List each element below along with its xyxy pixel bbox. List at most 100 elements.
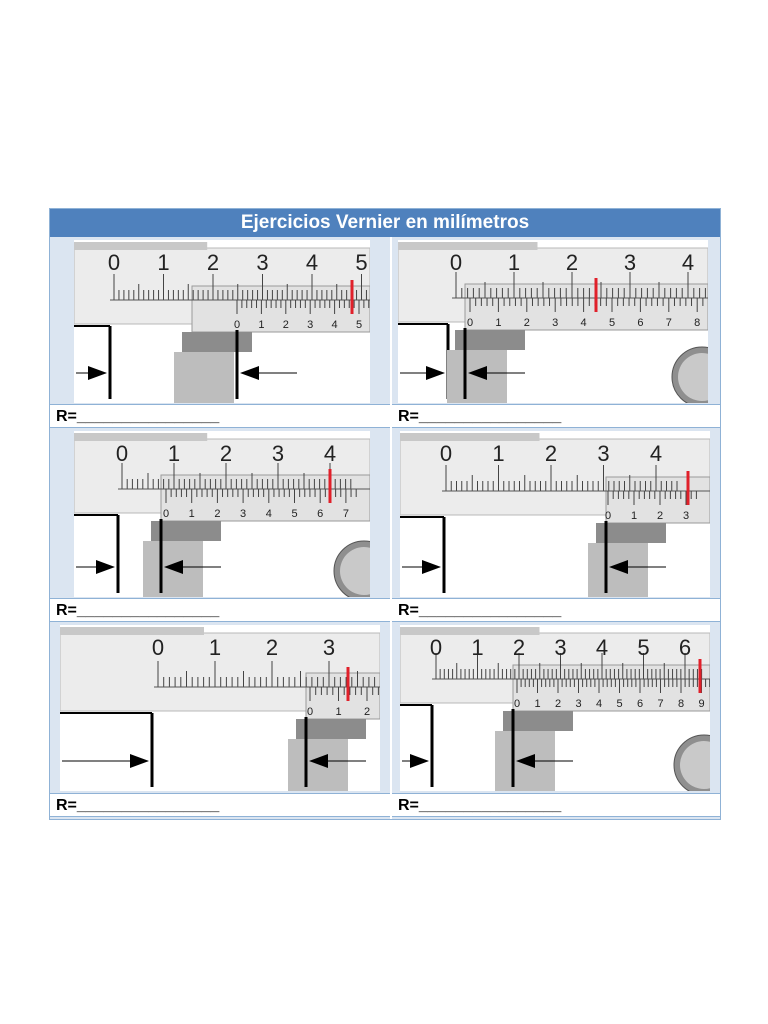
slide-jaw-dark xyxy=(151,521,221,541)
vernier-worksheet: Ejercicios Vernier en milímetros 0 1 2 3 4 5 0… xyxy=(49,208,721,820)
main-scale-label: 0 xyxy=(430,635,442,660)
vernier-scale-label: 2 xyxy=(283,319,289,331)
vernier-scale-label: 0 xyxy=(467,317,473,329)
main-scale-label: 0 xyxy=(152,635,164,660)
right-arrow-head xyxy=(516,754,535,768)
vernier-scale-label: 3 xyxy=(575,698,581,710)
vernier-scale-label: 1 xyxy=(335,706,341,718)
answer-field-5[interactable]: R=________________ xyxy=(56,797,220,814)
slide-jaw-dark xyxy=(182,332,252,352)
main-scale-label: 0 xyxy=(440,441,452,466)
main-scale-label: 2 xyxy=(545,441,557,466)
answer-field-2[interactable]: R=________________ xyxy=(398,408,562,425)
main-scale-label: 3 xyxy=(256,250,268,275)
vernier-slide xyxy=(605,476,710,524)
fixed-jaw-area xyxy=(74,326,112,403)
main-scale-label: 2 xyxy=(566,250,578,275)
vernier-scale-label: 0 xyxy=(163,508,169,520)
main-scale-label: 5 xyxy=(355,250,367,275)
left-arrow-head xyxy=(422,560,441,574)
vernier-scale-label: 5 xyxy=(616,698,622,710)
vernier-scale-label: 7 xyxy=(343,508,349,520)
slide-jaw-dark xyxy=(296,719,366,739)
main-scale-label: 3 xyxy=(323,635,335,660)
vernier-scale-label: 3 xyxy=(307,319,313,331)
main-scale-label: 3 xyxy=(624,250,636,275)
vernier-scale-label: 4 xyxy=(581,317,587,329)
main-scale-label: 4 xyxy=(324,441,336,466)
slide-jaw-light xyxy=(288,739,348,791)
left-arrow-head xyxy=(410,754,429,768)
slide-jaw-dark xyxy=(503,711,573,731)
vernier-scale-label: 8 xyxy=(694,317,700,329)
vernier-scale-label: 6 xyxy=(317,508,323,520)
left-arrow-head xyxy=(88,366,107,380)
fixed-jaw-area xyxy=(74,515,120,597)
vernier-scale-label: 5 xyxy=(609,317,615,329)
answer-row-2: R=________________ R=________________ xyxy=(50,598,720,622)
main-scale-label: 3 xyxy=(272,441,284,466)
vernier-scale-label: 1 xyxy=(631,510,637,522)
main-scale-label: 1 xyxy=(209,635,221,660)
fixed-jaw-area xyxy=(60,713,154,791)
main-scale-label: 1 xyxy=(168,441,180,466)
beam-top-edge xyxy=(398,242,538,250)
main-scale-label: 1 xyxy=(508,250,520,275)
vernier-scale-label: 3 xyxy=(240,508,246,520)
fixed-jaw-area xyxy=(400,705,434,791)
main-scale-label: 1 xyxy=(471,635,483,660)
worksheet-title: Ejercicios Vernier en milímetros xyxy=(50,209,720,237)
answer-field-6[interactable]: R=________________ xyxy=(398,797,562,814)
vernier-scale-label: 0 xyxy=(307,706,313,718)
answer-field-3[interactable]: R=________________ xyxy=(56,602,220,619)
answer-field-1[interactable]: R=________________ xyxy=(56,408,220,425)
vernier-slide xyxy=(464,283,708,331)
right-arrow-head xyxy=(309,754,328,768)
vernier-scale-label: 0 xyxy=(605,510,611,522)
vernier-scale-label: 9 xyxy=(698,698,704,710)
main-scale-label: 4 xyxy=(650,441,662,466)
main-scale-label: 2 xyxy=(220,441,232,466)
main-scale-label: 0 xyxy=(450,250,462,275)
main-scale-label: 1 xyxy=(492,441,504,466)
vernier-scale-label: 0 xyxy=(514,698,520,710)
vernier-scale-label: 0 xyxy=(234,319,240,331)
main-scale-label: 4 xyxy=(596,635,608,660)
vernier-scale-label: 7 xyxy=(666,317,672,329)
main-scale-label: 2 xyxy=(207,250,219,275)
main-scale-label: 4 xyxy=(306,250,318,275)
beam-top-edge xyxy=(74,242,208,250)
right-arrow-head xyxy=(164,560,183,574)
answer-field-4[interactable]: R=________________ xyxy=(398,602,562,619)
beam-top-edge xyxy=(74,433,208,441)
main-scale-label: 2 xyxy=(266,635,278,660)
main-scale-label: 2 xyxy=(513,635,525,660)
vernier-scale-label: 4 xyxy=(332,319,338,331)
slide-jaw-light xyxy=(174,352,234,403)
main-scale-label: 3 xyxy=(597,441,609,466)
vernier-scale-label: 1 xyxy=(189,508,195,520)
vernier-scale-label: 2 xyxy=(555,698,561,710)
column-divider xyxy=(390,237,392,819)
main-scale-label: 1 xyxy=(157,250,169,275)
vernier-scale-label: 2 xyxy=(657,510,663,522)
vernier-scale-label: 4 xyxy=(596,698,602,710)
right-arrow-head xyxy=(609,560,628,574)
vernier-scale-label: 5 xyxy=(291,508,297,520)
vernier-scale-label: 8 xyxy=(678,698,684,710)
vernier-scale-label: 2 xyxy=(364,706,370,718)
vernier-slide xyxy=(191,285,370,333)
slide-jaw-dark xyxy=(455,330,525,350)
vernier-scale-label: 3 xyxy=(552,317,558,329)
slide-jaw-light xyxy=(447,350,507,403)
thumb-wheel-inner xyxy=(678,353,708,401)
fixed-jaw-area xyxy=(400,517,446,597)
vernier-scale-label: 1 xyxy=(534,698,540,710)
thumb-wheel-inner xyxy=(680,741,710,789)
